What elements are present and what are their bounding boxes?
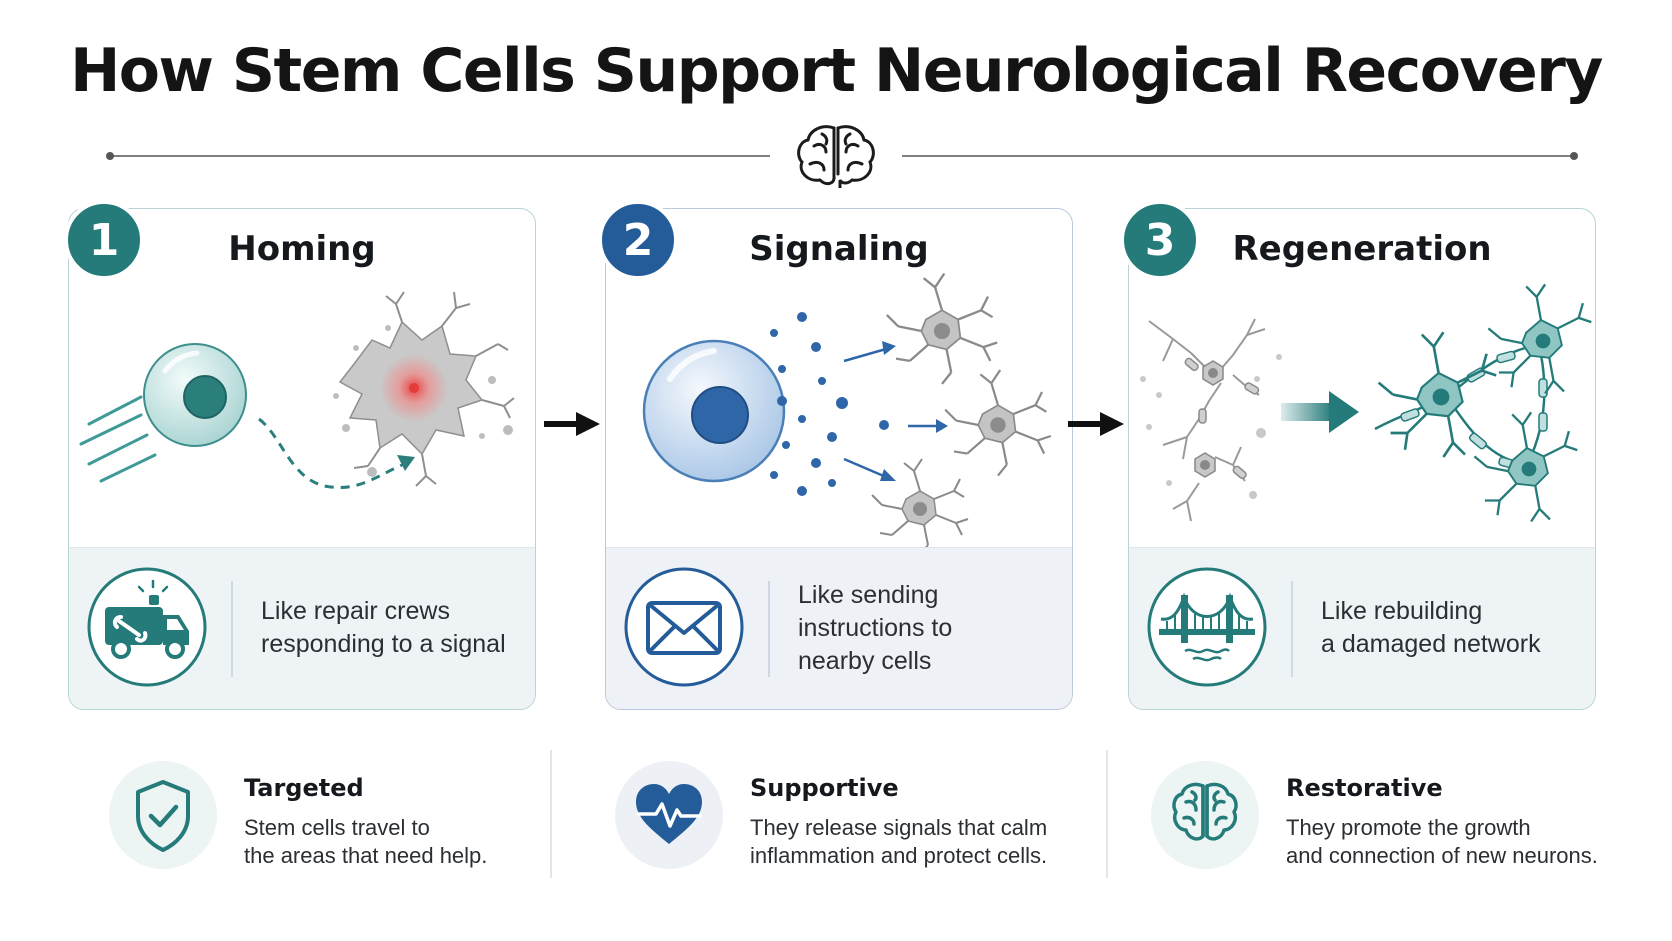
flow-arrow-icon: [544, 412, 600, 436]
signaling-illustration: [642, 272, 1052, 556]
benefit-description: They promote the growth and connection o…: [1286, 814, 1598, 870]
analogy-line: responding to a signal: [261, 630, 506, 658]
bridge-icon: [1147, 567, 1267, 687]
analogy-line: Like repair crews: [261, 597, 450, 625]
flow-arrow-icon: [1068, 412, 1124, 436]
regeneration-illustration: [1140, 283, 1593, 523]
page-title: How Stem Cells Support Neurological Reco…: [70, 36, 1603, 106]
step-card-signaling: Signaling: [605, 208, 1073, 710]
analogy-line: nearby cells: [798, 646, 932, 675]
benefit-line: Stem cells travel to: [244, 815, 430, 840]
analogy-text: Like rebuilding a damaged network: [1321, 547, 1581, 709]
stem-cell-icon: [642, 339, 786, 483]
benefit-title: Targeted: [244, 774, 364, 802]
step-heading: Homing: [228, 229, 376, 269]
heart-pulse-icon: [615, 761, 723, 869]
benefit-title: Restorative: [1286, 774, 1443, 802]
homing-illustration: [79, 291, 515, 490]
benefit-divider: [1106, 750, 1108, 878]
repair-truck-icon: [87, 567, 207, 687]
analogy-line: instructions to: [798, 613, 953, 642]
brain-icon: [1151, 761, 1259, 869]
analogy-line: Like sending: [798, 580, 939, 609]
analogy-divider: [1291, 581, 1293, 677]
step-card-homing: Homing: [68, 208, 536, 710]
step-number-badge: 2: [598, 200, 678, 280]
step-heading: Regeneration: [1232, 229, 1492, 269]
benefit-line: inflammation and protect cells.: [750, 843, 1048, 868]
step-number-badge: 3: [1120, 200, 1200, 280]
step-card-regeneration: Regeneration: [1128, 208, 1596, 710]
benefit-divider: [550, 750, 552, 878]
step-heading: Signaling: [749, 229, 929, 269]
brain-icon: [797, 125, 875, 188]
benefit-line: They release signals that calm: [750, 815, 1048, 840]
envelope-icon: [624, 567, 744, 687]
shield-check-icon: [109, 761, 217, 869]
benefit-description: Stem cells travel to the areas that need…: [244, 814, 487, 870]
step-number-badge: 1: [64, 200, 144, 280]
analogy-text: Like repair crews responding to a signal: [261, 547, 521, 709]
damaged-cell-icon: [333, 291, 515, 487]
benefit-line: and connection of new neurons.: [1286, 843, 1598, 868]
analogy-text: Like sending instructions to nearby cell…: [798, 547, 1058, 709]
benefit-description: They release signals that calm inflammat…: [750, 814, 1047, 870]
stem-cell-icon: [143, 343, 247, 447]
benefit-line: They promote the growth: [1286, 815, 1531, 840]
analogy-line: a damaged network: [1321, 630, 1541, 658]
analogy-divider: [231, 581, 233, 677]
benefit-line: the areas that need help.: [244, 843, 488, 868]
title-divider: [106, 125, 1578, 188]
benefit-title: Supportive: [750, 774, 899, 802]
analogy-line: Like rebuilding: [1321, 597, 1483, 625]
analogy-divider: [768, 581, 770, 677]
